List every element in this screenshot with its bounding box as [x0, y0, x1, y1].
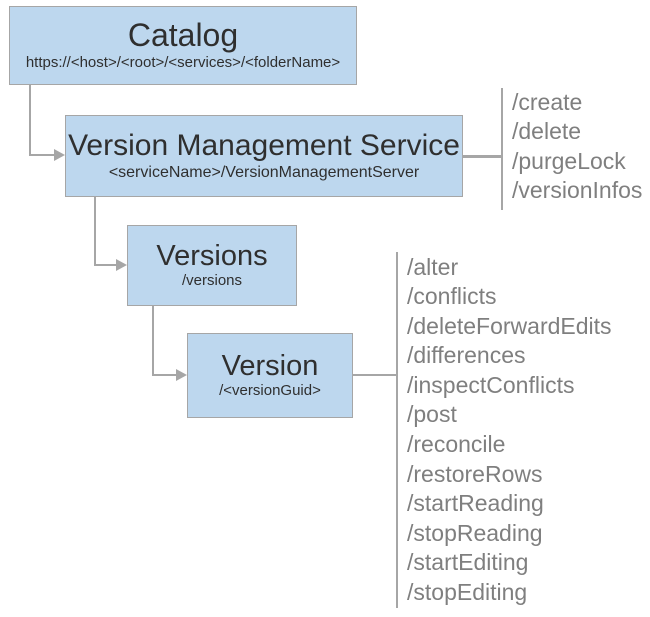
connector-vms-to-versions-arrowhead-icon	[116, 259, 127, 271]
connector-vms-to-versions-horizontal	[93, 263, 118, 267]
connector-versions-to-version-horizontal	[151, 373, 178, 377]
vms-operations-rail-line	[500, 88, 503, 210]
vms-operations-stub-line	[463, 155, 501, 158]
version-operation-item: /alter	[407, 253, 459, 280]
vms-url: <serviceName>/VersionManagementServer	[108, 163, 420, 181]
connector-versions-to-version-vertical	[151, 306, 154, 376]
vms-title: Version Management Service	[68, 129, 460, 163]
version-operations-stub-line	[353, 373, 396, 377]
version-operation-item: /startEditing	[407, 549, 529, 576]
vms-operation-item: /create	[512, 88, 583, 115]
connector-catalog-to-vms-arrowhead-icon	[54, 149, 65, 161]
version-url: /<versionGuid>	[219, 382, 321, 400]
version-operation-item: /conflicts	[407, 283, 497, 310]
catalog-node: Catalog https://<host>/<root>/<services>…	[9, 6, 357, 85]
version-operations-rail-line	[395, 252, 398, 608]
version-node: Version /<versionGuid>	[187, 333, 353, 418]
version-operation-item: /startReading	[407, 490, 544, 517]
version-title: Version	[221, 349, 319, 382]
catalog-title: Catalog	[127, 17, 239, 54]
vms-operation-item: /purgeLock	[512, 147, 626, 174]
connector-vms-to-versions-vertical	[93, 197, 96, 266]
version-operation-item: /deleteForwardEdits	[407, 312, 612, 339]
versions-url: /versions	[181, 272, 243, 290]
version-operation-item: /reconcile	[407, 431, 506, 458]
vms-operations-list: /create /delete /purgeLock /versionInfos	[512, 88, 642, 206]
connector-versions-to-version-arrowhead-icon	[176, 369, 187, 381]
version-operations-list: /alter /conflicts /deleteForwardEdits /d…	[407, 253, 612, 608]
version-operation-item: /inspectConflicts	[407, 371, 575, 398]
connector-catalog-to-vms-vertical	[28, 85, 31, 156]
version-operation-item: /stopReading	[407, 519, 543, 546]
version-operation-item: /differences	[407, 342, 526, 369]
vms-operation-item: /versionInfos	[512, 177, 643, 203]
versions-title: Versions	[156, 239, 268, 272]
connector-catalog-to-vms-horizontal	[28, 153, 56, 157]
version-operation-item: /stopEditing	[407, 579, 528, 606]
version-management-service-node: Version Management Service <serviceName>…	[65, 115, 463, 197]
versions-node: Versions /versions	[127, 225, 297, 306]
version-operation-item: /restoreRows	[407, 460, 543, 487]
version-operation-item: /post	[407, 401, 457, 428]
catalog-url: https://<host>/<root>/<services>/<folder…	[25, 54, 341, 72]
vms-operation-item: /delete	[512, 118, 582, 144]
